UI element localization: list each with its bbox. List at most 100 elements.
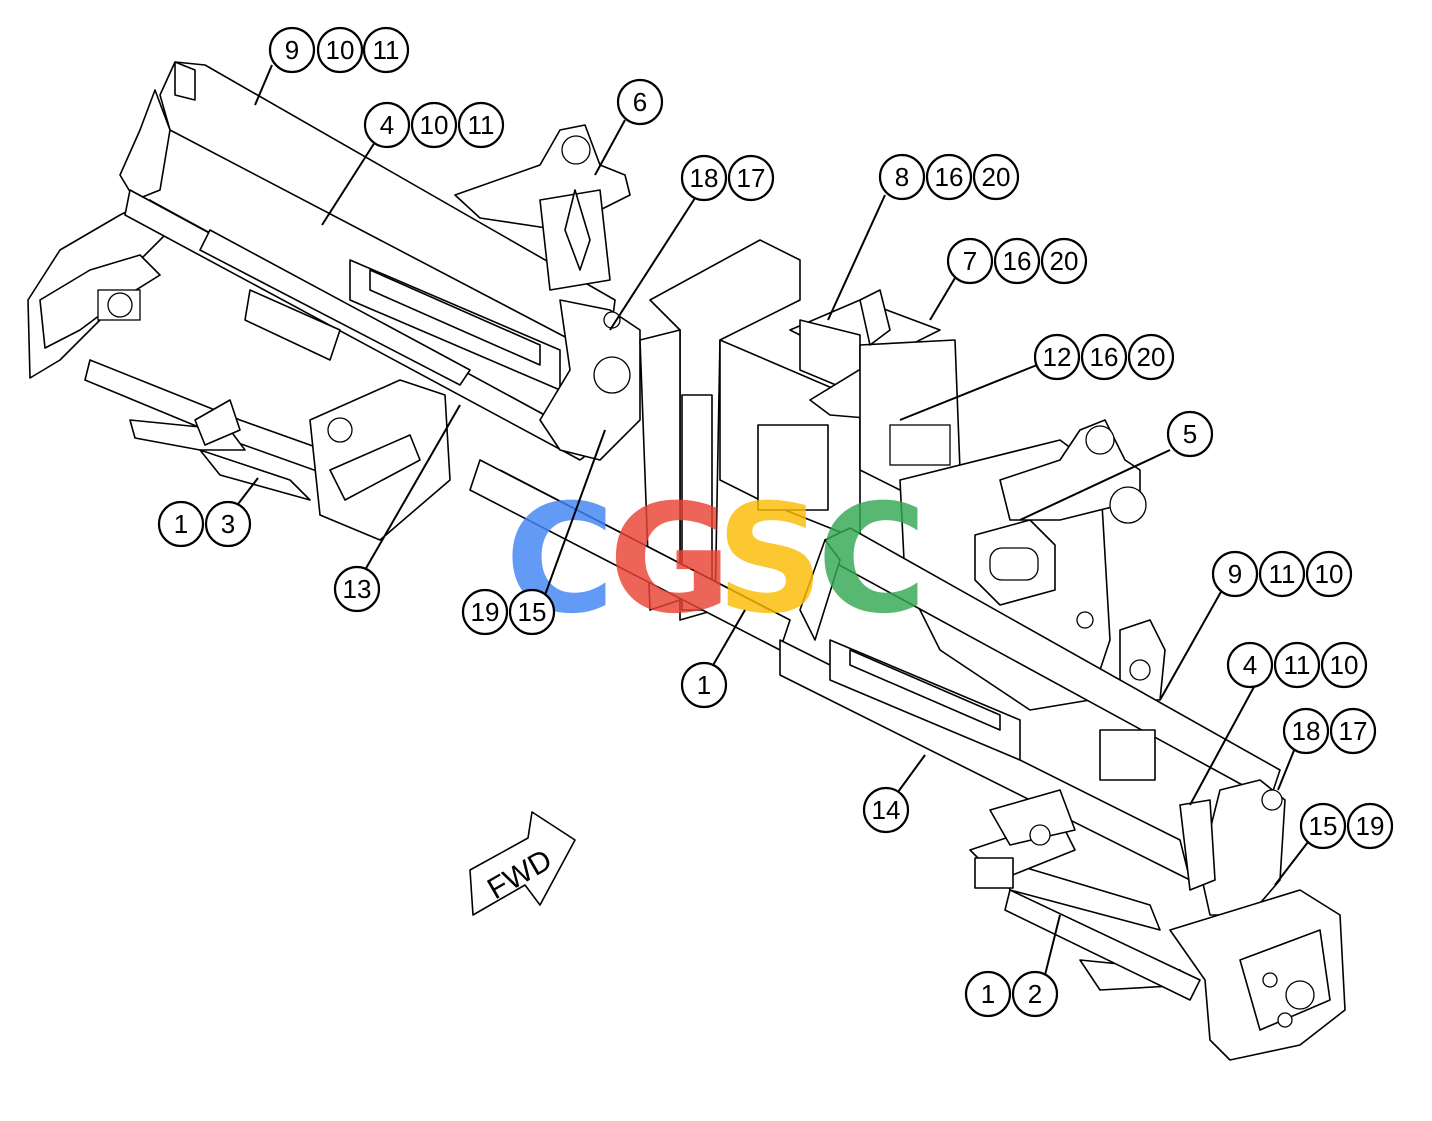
callout-number: 9 [1228, 559, 1242, 589]
callout-c18: 1 3 [157, 500, 252, 548]
callout-number: 16 [1090, 342, 1119, 372]
callout-bubble [680, 154, 728, 202]
callout-number: 4 [380, 110, 394, 140]
callout-number: 18 [1292, 716, 1321, 746]
callout-number: 1 [981, 979, 995, 1009]
callout-bubble [461, 588, 509, 636]
callout-bubble [268, 26, 316, 74]
callout-c04: 18 17 [680, 154, 775, 202]
callout-bubble [204, 500, 252, 548]
callout-number: 17 [737, 163, 766, 193]
callout-c05: 8 16 20 [878, 153, 1020, 201]
callout-number: 16 [1003, 246, 1032, 276]
callout-bubble [1011, 970, 1059, 1018]
callout-bubble [1166, 410, 1214, 458]
callout-bubble [1211, 550, 1259, 598]
callout-bubble [1282, 707, 1330, 755]
callout-c17: 13 [333, 565, 381, 613]
callout-number: 10 [420, 110, 449, 140]
fwd-arrow-shape [469, 811, 576, 916]
callout-c09: 9 11 10 [1211, 550, 1353, 598]
callout-number: 4 [1243, 650, 1257, 680]
callout-number: 12 [1043, 342, 1072, 372]
callout-c02: 4 10 11 [363, 101, 505, 149]
callout-c01: 9 10 11 [268, 26, 410, 74]
callout-number: 13 [343, 574, 372, 604]
callout-c11: 18 17 [1282, 707, 1377, 755]
callout-c03: 6 [616, 78, 664, 126]
callout-bubble [1329, 707, 1377, 755]
watermark-letter: G [608, 473, 731, 647]
callout-bubble [862, 786, 910, 834]
callout-bubble [616, 78, 664, 126]
callout-number: 15 [1309, 811, 1338, 841]
callout-number: 17 [1339, 716, 1368, 746]
callout-c07: 12 16 20 [1033, 333, 1175, 381]
callout-bubble [1273, 641, 1321, 689]
callout-number: 18 [690, 163, 719, 193]
callout-number: 5 [1183, 419, 1197, 449]
callout-bubble [362, 26, 410, 74]
callout-bubble [333, 565, 381, 613]
callout-number: 2 [1028, 979, 1042, 1009]
callout-number: 10 [1315, 559, 1344, 589]
watermark-letter: C [817, 473, 927, 647]
callout-c10: 4 11 10 [1226, 641, 1368, 689]
callout-number: 14 [872, 795, 901, 825]
frame-line-art [27, 61, 1346, 1061]
callout-bubble [1305, 550, 1353, 598]
callout-number: 11 [1284, 650, 1311, 680]
callout-number: 19 [471, 597, 500, 627]
callout-bubble [878, 153, 926, 201]
callout-bubble [1127, 333, 1175, 381]
callout-bubble [925, 153, 973, 201]
callout-number: 9 [285, 35, 299, 65]
callout-c16: 19 15 [461, 588, 556, 636]
callout-number: 19 [1356, 811, 1385, 841]
callout-number: 15 [518, 597, 547, 627]
callout-bubble [410, 101, 458, 149]
callout-number: 20 [1137, 342, 1166, 372]
callout-bubble [316, 26, 364, 74]
callout-bubble [1080, 333, 1128, 381]
callout-bubble [1299, 802, 1347, 850]
callout-bubble [680, 661, 728, 709]
callout-bubble [1040, 237, 1088, 285]
callout-number: 1 [174, 509, 188, 539]
callout-bubble [1258, 550, 1306, 598]
callout-number: 11 [1269, 559, 1296, 589]
callout-number: 3 [221, 509, 235, 539]
callout-bubble [157, 500, 205, 548]
callout-number: 16 [935, 162, 964, 192]
callout-bubble [508, 588, 556, 636]
leader-lines [234, 64, 1309, 976]
callout-c14: 14 [862, 786, 910, 834]
callout-number: 11 [373, 35, 400, 65]
callout-bubble [1320, 641, 1368, 689]
callout-number: 20 [1050, 246, 1079, 276]
callout-number: 10 [1330, 650, 1359, 680]
callout-c08: 5 [1166, 410, 1214, 458]
callout-c12: 15 19 [1299, 802, 1394, 850]
callout-number: 20 [982, 162, 1011, 192]
callout-bubble [946, 237, 994, 285]
callout-bubble [993, 237, 1041, 285]
callout-number: 1 [697, 670, 711, 700]
callout-bubble [727, 154, 775, 202]
callout-bubble [1226, 641, 1274, 689]
watermark-letter: S [716, 473, 824, 647]
callout-bubble [1346, 802, 1394, 850]
callout-number: 10 [326, 35, 355, 65]
callout-c06: 7 16 20 [946, 237, 1088, 285]
callout-bubble [457, 101, 505, 149]
callout-number: 8 [895, 162, 909, 192]
callout-bubble [1033, 333, 1081, 381]
callout-number: 7 [963, 246, 977, 276]
callout-number: 6 [633, 87, 647, 117]
callout-bubble [972, 153, 1020, 201]
callout-number: 11 [468, 110, 495, 140]
callout-bubble [363, 101, 411, 149]
callout-bubble [964, 970, 1012, 1018]
